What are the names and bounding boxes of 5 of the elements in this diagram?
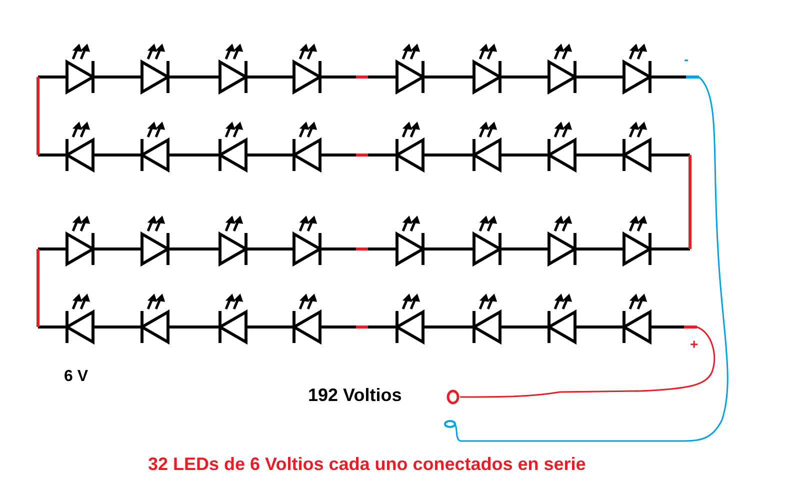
- polarity-sign: +: [690, 337, 698, 351]
- caption: 32 LEDs de 6 Voltios cada uno conectados en serie: [148, 455, 586, 473]
- voltage-label: 192 Voltios: [308, 386, 402, 404]
- voltage-label: 6 V: [64, 369, 88, 385]
- polarity-sign: -: [684, 52, 689, 66]
